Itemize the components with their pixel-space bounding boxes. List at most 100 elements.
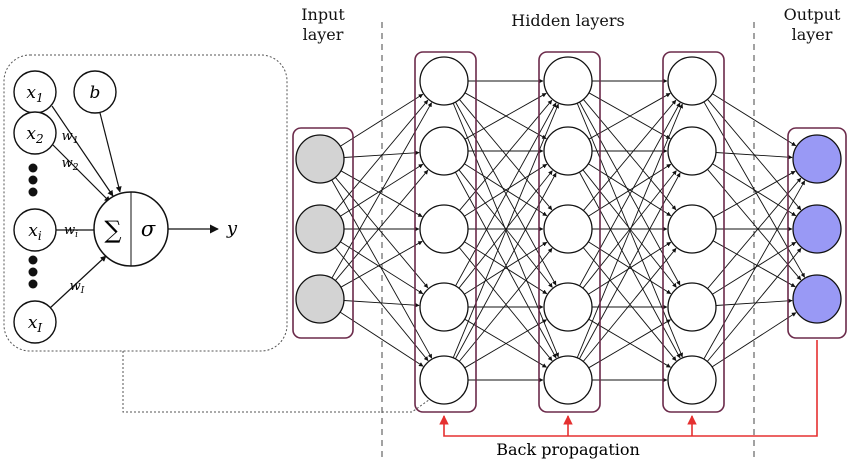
neuron-input-xI: xI xyxy=(13,300,57,344)
sum-symbol: ∑ xyxy=(104,216,121,244)
output-layer-header-line1: Output xyxy=(784,5,841,24)
edge-hidden-layer-1-2-to-hidden-layer-2-4 xyxy=(458,247,553,362)
neuron-bias-b: b xyxy=(73,70,117,114)
hidden-layer-1-node-5 xyxy=(419,355,469,405)
edge-hidden-layer-3-4-to-output-layer-1 xyxy=(706,247,802,362)
edge-input-layer-0-to-hidden-layer-1-0 xyxy=(340,93,424,147)
neuron-ellipsis-top xyxy=(28,163,38,197)
output-layer-node-3 xyxy=(792,274,842,324)
svg-text:x1: x1 xyxy=(26,83,43,105)
edge-input-layer-2-to-hidden-layer-1-1 xyxy=(335,169,429,281)
edge-hidden-layer-1-3-to-hidden-layer-2-1 xyxy=(458,170,553,289)
input-layer-node-3 xyxy=(295,274,345,324)
edge-hidden-layer-2-2-to-hidden-layer-3-4 xyxy=(582,247,677,362)
input-layer xyxy=(292,127,354,339)
edge-hidden-layer-3-1-to-output-layer-0 xyxy=(715,152,793,160)
network-layers xyxy=(292,51,847,413)
hidden-layer-3-node-2 xyxy=(667,126,717,176)
hidden-layer-2 xyxy=(538,51,601,413)
input-layer-node-1 xyxy=(295,134,345,184)
edge-hidden-layer-1-4-to-hidden-layer-2-3 xyxy=(464,319,547,369)
hidden-layer-2-node-3 xyxy=(543,204,593,254)
edge-hidden-layer-3-3-to-output-layer-2 xyxy=(715,298,793,306)
edge-input-layer-0-to-hidden-layer-1-3 xyxy=(335,177,429,289)
svg-text:xI: xI xyxy=(28,313,43,335)
hidden-layer-2-box xyxy=(538,51,601,413)
edge-input-layer-2-to-hidden-layer-1-4 xyxy=(339,311,424,367)
output-layer-node-2 xyxy=(792,204,842,254)
output-layer-box xyxy=(787,127,847,339)
hidden-layer-1 xyxy=(414,51,477,413)
weight-arrow-b xyxy=(99,112,122,193)
output-layer-header-line2: layer xyxy=(792,25,833,44)
weight-label-wi: wi xyxy=(64,223,78,240)
edge-hidden-layer-1-4-to-hidden-layer-2-2 xyxy=(458,247,553,362)
hidden-layer-3-node-5 xyxy=(667,355,717,405)
edge-hidden-layer-2-2-to-hidden-layer-3-1 xyxy=(588,163,672,217)
edge-input-layer-0-to-hidden-layer-1-2 xyxy=(340,170,423,218)
svg-text:xi: xi xyxy=(28,221,42,243)
hidden-layer-2-node-1 xyxy=(543,56,593,106)
input-layer-header-line1: Input xyxy=(301,5,345,24)
backprop-main-line xyxy=(439,340,818,437)
edge-hidden-layer-3-3-to-output-layer-0 xyxy=(707,177,802,289)
hidden-layer-1-node-4 xyxy=(419,282,469,332)
neuron-panel xyxy=(3,54,288,352)
edge-hidden-layer-2-1-to-hidden-layer-3-0 xyxy=(588,92,671,140)
edge-hidden-layer-3-3-to-output-layer-1 xyxy=(712,241,797,295)
hidden-layer-3-node-3 xyxy=(667,204,717,254)
hidden-layer-3-node-1 xyxy=(667,56,717,106)
edge-hidden-layer-1-0-to-hidden-layer-2-2 xyxy=(459,99,553,211)
hidden-layer-1-node-2 xyxy=(419,126,469,176)
svg-text:x2: x2 xyxy=(26,124,43,146)
edge-hidden-layer-3-2-to-output-layer-0 xyxy=(712,170,796,218)
output-layer xyxy=(787,127,847,339)
neuron-sum-activation-node: ∑ σ xyxy=(93,191,169,267)
edge-hidden-layer-3-2-to-output-layer-2 xyxy=(712,240,796,288)
edge-hidden-layer-2-4-to-hidden-layer-3-3 xyxy=(588,319,671,369)
edge-hidden-layer-2-2-to-hidden-layer-3-0 xyxy=(583,99,677,211)
neuron-output-y: y xyxy=(226,218,238,239)
edge-hidden-layer-3-4-to-output-layer-2 xyxy=(711,312,797,368)
hidden-layer-1-node-1 xyxy=(419,56,469,106)
input-layer-header-line2: layer xyxy=(303,25,344,44)
weight-label-w2: w2 xyxy=(62,156,79,173)
weight-label-w1: w1 xyxy=(62,129,79,146)
neuron-ellipsis-bottom xyxy=(28,255,38,289)
hidden-layer-1-node-3 xyxy=(419,204,469,254)
edge-hidden-layer-1-2-to-hidden-layer-2-1 xyxy=(464,163,548,217)
back-propagation-path xyxy=(439,340,818,437)
hidden-layer-3-node-4 xyxy=(667,282,717,332)
edge-hidden-layer-3-0-to-output-layer-0 xyxy=(712,93,797,147)
hidden-layer-3-box xyxy=(662,51,725,413)
svg-text:b: b xyxy=(90,83,101,103)
weight-label-wI: wI xyxy=(70,279,85,296)
hidden-layers-header: Hidden layers xyxy=(511,11,624,30)
hidden-layer-2-node-5 xyxy=(543,355,593,405)
edge-hidden-layer-2-3-to-hidden-layer-3-1 xyxy=(582,170,677,289)
neuron-panel-connector xyxy=(122,351,441,413)
edge-hidden-layer-1-2-to-hidden-layer-2-0 xyxy=(459,99,553,211)
edge-input-layer-1-to-hidden-layer-1-4 xyxy=(334,247,429,362)
hidden-layer-2-node-2 xyxy=(543,126,593,176)
weight-arrow-wI xyxy=(49,255,107,309)
edge-input-layer-2-to-hidden-layer-1-3 xyxy=(343,300,420,308)
weight-arrow-w1 xyxy=(51,105,114,197)
edge-hidden-layer-1-1-to-hidden-layer-2-0 xyxy=(464,92,547,140)
hidden-layer-3 xyxy=(662,51,725,413)
edge-input-layer-1-to-hidden-layer-1-0 xyxy=(335,99,429,211)
edge-hidden-layer-3-1-to-output-layer-1 xyxy=(712,163,797,217)
edge-hidden-layer-1-3-to-hidden-layer-2-2 xyxy=(464,241,548,295)
edge-hidden-layer-1-4-to-hidden-layer-2-0 xyxy=(452,103,559,358)
edge-hidden-layer-2-4-to-hidden-layer-3-0 xyxy=(576,103,683,358)
hidden-layer-1-box xyxy=(414,51,477,413)
neuron-input-xi: xi xyxy=(13,208,57,252)
neuron-input-x1: x1 xyxy=(13,70,57,114)
output-layer-node-1 xyxy=(792,134,842,184)
weight-arrow-w2 xyxy=(52,144,111,203)
input-layer-node-2 xyxy=(295,204,345,254)
hidden-layer-2-node-4 xyxy=(543,282,593,332)
edge-hidden-layer-2-4-to-hidden-layer-3-2 xyxy=(582,247,677,362)
